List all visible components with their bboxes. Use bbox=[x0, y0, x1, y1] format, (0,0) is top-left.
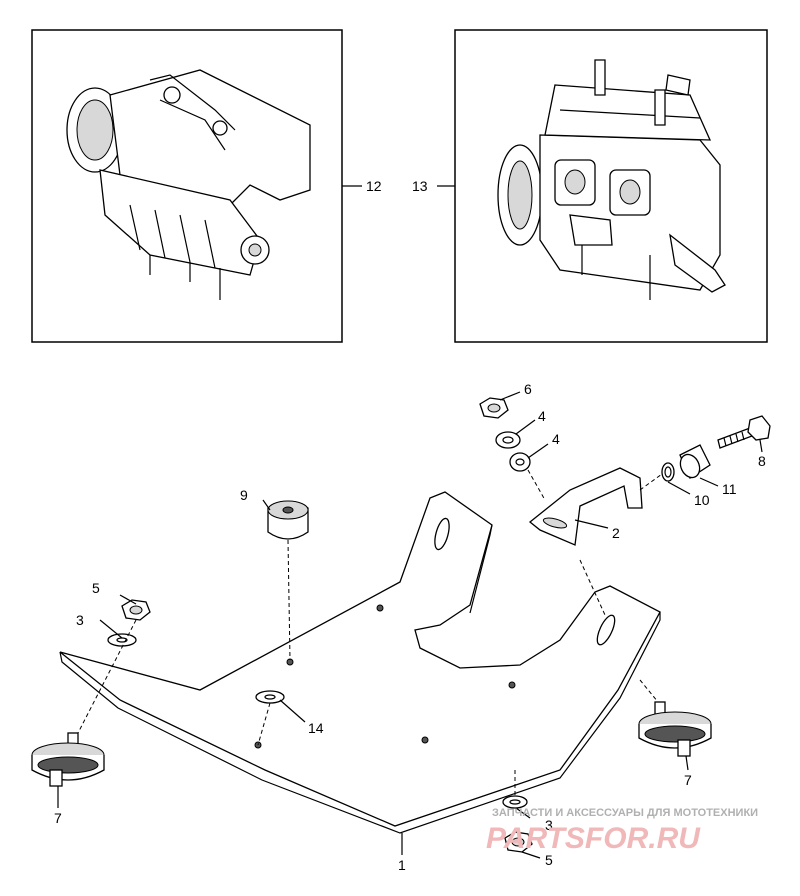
engine-illustration-left bbox=[66, 69, 311, 300]
callout-1: 1 bbox=[398, 857, 406, 873]
callout-8: 8 bbox=[758, 453, 766, 469]
hardware bbox=[107, 397, 771, 853]
engine-mount-left bbox=[31, 732, 105, 787]
callout-2: 2 bbox=[612, 525, 620, 541]
bracket bbox=[528, 467, 643, 546]
engine-mount-right bbox=[638, 701, 712, 757]
callout-3-bottom: 3 bbox=[545, 817, 553, 833]
callout-10: 10 bbox=[694, 492, 710, 508]
watermark-logo: PARTSFOR.RU bbox=[486, 822, 701, 855]
callout-12: 12 bbox=[366, 178, 382, 194]
callout-11: 11 bbox=[722, 481, 737, 497]
callout-13: 13 bbox=[412, 178, 428, 194]
callout-9: 9 bbox=[240, 487, 248, 503]
mounting-plate bbox=[59, 491, 661, 834]
callout-14: 14 bbox=[308, 720, 324, 736]
callout-7-left: 7 bbox=[54, 810, 62, 826]
callout-7-right: 7 bbox=[684, 772, 692, 788]
callout-3-left: 3 bbox=[76, 612, 84, 628]
callout-5-left: 5 bbox=[92, 580, 100, 596]
callout-6: 6 bbox=[524, 381, 532, 397]
watermark-tagline: ЗАПЧАСТИ И АКСЕССУАРЫ ДЛЯ МОТОТЕХНИКИ bbox=[492, 807, 758, 819]
callout-4-upper: 4 bbox=[538, 408, 546, 424]
callout-leaders bbox=[57, 391, 763, 859]
rubber-block bbox=[267, 500, 309, 540]
engine-illustration-right bbox=[497, 59, 726, 300]
assembly-lines bbox=[77, 469, 663, 798]
callout-5-bottom: 5 bbox=[545, 852, 553, 868]
callout-4-lower: 4 bbox=[552, 431, 560, 447]
